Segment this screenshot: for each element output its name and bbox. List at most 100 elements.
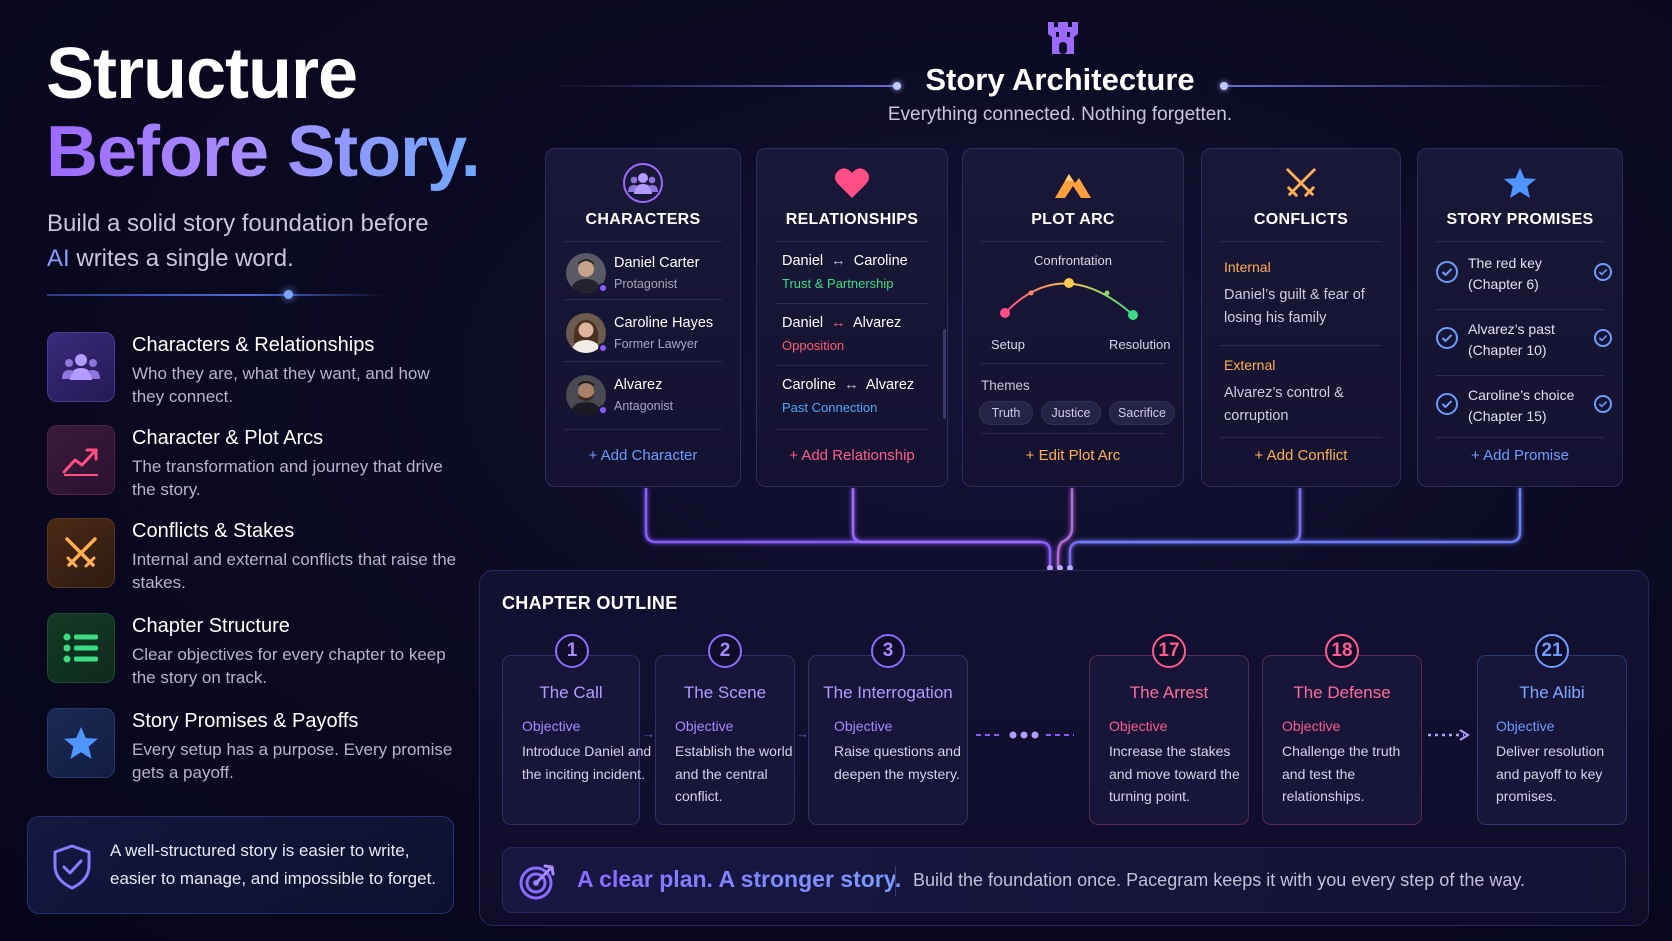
- character-name: Alvarez: [614, 377, 663, 393]
- relationship-type: Trust & Partnership: [782, 276, 894, 291]
- people-circle-icon: [546, 163, 740, 203]
- feature-title: Story Promises & Payoffs: [132, 710, 359, 732]
- chapter-title: The Defense: [1293, 683, 1391, 702]
- objective-label: Objective: [522, 718, 581, 734]
- arc-setup-label: Setup: [991, 337, 1025, 352]
- chapter-objective: Challenge the truth and test the relatio…: [1282, 743, 1401, 804]
- note-box: A well-structured story is easier to wri…: [27, 816, 454, 914]
- separator: [775, 429, 929, 430]
- chapter-card-3[interactable]: 3 The Interrogation Objective Raise ques…: [808, 634, 968, 825]
- character-item[interactable]: Alvarez Antagonist: [564, 371, 724, 419]
- bidirectional-arrow-icon: ↔: [831, 315, 846, 331]
- scrollbar[interactable]: [943, 329, 946, 419]
- bidirectional-arrow-icon: ↔: [831, 253, 846, 269]
- theme-pill[interactable]: Truth: [979, 401, 1033, 425]
- objective-label: Objective: [1109, 718, 1168, 734]
- list-icon: [47, 613, 115, 683]
- edit-plot-arc-button[interactable]: + Edit Plot Arc: [1025, 447, 1121, 464]
- objective-label: Objective: [675, 718, 734, 734]
- chapter-card-18[interactable]: 18 The Defense Objective Challenge the t…: [1262, 634, 1422, 825]
- theme-pill[interactable]: Sacrifice: [1109, 401, 1175, 425]
- feature-characters-relationships: Characters & Relationships Who they are,…: [47, 332, 467, 412]
- chapter-card-17[interactable]: 17 The Arrest Objective Increase the sta…: [1089, 634, 1249, 825]
- chapter-title: The Scene: [683, 683, 767, 702]
- architecture-subtitle: Everything connected. Nothing forgetten.: [887, 104, 1233, 125]
- promise-text: The red key (Chapter 6): [1468, 255, 1542, 292]
- add-relationship-button[interactable]: + Add Relationship: [789, 447, 915, 464]
- check-circle-icon: [1436, 327, 1458, 349]
- check-circle-icon[interactable]: [1594, 263, 1612, 281]
- target-icon: [517, 862, 557, 902]
- separator: [564, 429, 722, 430]
- card-title: CHARACTERS: [585, 211, 701, 228]
- relationship-item[interactable]: Caroline ↔ Alvarez Past Connection: [782, 371, 942, 421]
- relationship-item[interactable]: Daniel ↔ Alvarez Opposition: [782, 309, 942, 359]
- plot-arc-card: PLOT ARC Confrontation Setup Resolution …: [962, 148, 1184, 487]
- feature-conflicts: Conflicts & Stakes Internal and external…: [47, 518, 467, 598]
- chapter-title: The Call: [539, 683, 603, 702]
- architecture-title: Story Architecture: [925, 62, 1195, 97]
- chapter-objective: Establish the world and the central conf…: [675, 743, 793, 804]
- separator: [775, 303, 929, 304]
- rel-person-a: Caroline: [782, 377, 836, 393]
- bidirectional-arrow-icon: ↔: [844, 377, 859, 393]
- add-promise-button[interactable]: + Add Promise: [1471, 447, 1569, 464]
- star-icon: [1418, 163, 1622, 203]
- relationship-names: Daniel ↔ Caroline: [782, 253, 908, 269]
- rel-person-b: Caroline: [853, 253, 908, 269]
- separator: [981, 433, 1165, 434]
- feature-title: Chapter Structure: [132, 615, 290, 637]
- feature-desc: Who they are, what they want, and how th…: [132, 364, 430, 406]
- shield-check-icon: [50, 843, 94, 891]
- check-circle-icon: [1436, 261, 1458, 283]
- character-item[interactable]: Daniel Carter Protagonist: [564, 249, 724, 297]
- check-circle-icon[interactable]: [1594, 329, 1612, 347]
- character-role: Former Lawyer: [614, 337, 699, 351]
- themes-label: Themes: [981, 378, 1030, 393]
- add-character-button[interactable]: + Add Character: [588, 447, 698, 464]
- promise-item[interactable]: Alvarez’s past (Chapter 10): [1436, 317, 1612, 367]
- chapter-title: The Arrest: [1129, 683, 1209, 702]
- chapter-title: The Interrogation: [823, 683, 953, 702]
- outline-title: CHAPTER OUTLINE: [502, 593, 678, 613]
- header-line-left: [545, 85, 895, 87]
- separator: [981, 241, 1165, 242]
- badge-dot: [598, 405, 608, 415]
- relationships-card: RELATIONSHIPS Daniel ↔ Caroline Trust & …: [756, 148, 948, 487]
- rel-person-a: Daniel: [782, 315, 824, 331]
- note-text: A well-structured story is easier to wri…: [110, 841, 437, 888]
- conflict-desc-internal: Daniel’s guilt & fear of losing his fami…: [1224, 287, 1365, 326]
- chapter-card-1[interactable]: 1 The Call Objective Introduce Daniel an…: [502, 634, 651, 825]
- promise-item[interactable]: Caroline’s choice (Chapter 15): [1436, 383, 1612, 433]
- mountain-icon: [963, 163, 1183, 203]
- hero-subtitle-ai: AI: [47, 245, 70, 272]
- feature-title: Characters & Relationships: [132, 334, 375, 356]
- chapter-title: The Alibi: [1519, 683, 1585, 702]
- star-icon: [47, 708, 115, 778]
- chapter-number: 18: [1325, 634, 1359, 668]
- character-item[interactable]: Caroline Hayes Former Lawyer: [564, 309, 724, 357]
- promise-item[interactable]: The red key (Chapter 6): [1436, 251, 1612, 301]
- conflicts-card: CONFLICTS Internal Daniel’s guilt & fear…: [1201, 148, 1401, 487]
- chapter-number: 3: [871, 634, 905, 668]
- chapter-outline-panel: CHAPTER OUTLINE 1 The Call Objective Int…: [479, 570, 1649, 926]
- heart-icon: [757, 163, 947, 203]
- chapter-card-2[interactable]: 2 The Scene Objective Establish the worl…: [655, 634, 795, 825]
- arc-resolution-label: Resolution: [1109, 337, 1171, 352]
- feature-desc: The transformation and journey that driv…: [132, 457, 443, 499]
- separator: [775, 365, 929, 366]
- hero-subtitle: Build a solid story foundation before AI…: [47, 206, 467, 276]
- arc-peak-label: Confrontation: [1033, 253, 1113, 268]
- cta-headline: A clear plan. A stronger story.: [577, 866, 902, 892]
- feature-desc: Clear objectives for every chapter to ke…: [132, 645, 446, 687]
- divider-dot: [284, 290, 293, 299]
- chapter-objective: Deliver resolution and payoff to key pro…: [1496, 743, 1605, 804]
- chapter-number: 1: [555, 634, 589, 668]
- chapter-card-21[interactable]: 21 The Alibi Objective Deliver resolutio…: [1477, 634, 1627, 825]
- cta-subtext: Build the foundation once. Pacegram keep…: [913, 870, 1526, 890]
- relationship-item[interactable]: Daniel ↔ Caroline Trust & Partnership: [782, 247, 942, 297]
- theme-pill[interactable]: Justice: [1041, 401, 1101, 425]
- check-circle-icon[interactable]: [1594, 395, 1612, 413]
- castle-icon: [1046, 20, 1080, 56]
- add-conflict-button[interactable]: + Add Conflict: [1254, 447, 1348, 464]
